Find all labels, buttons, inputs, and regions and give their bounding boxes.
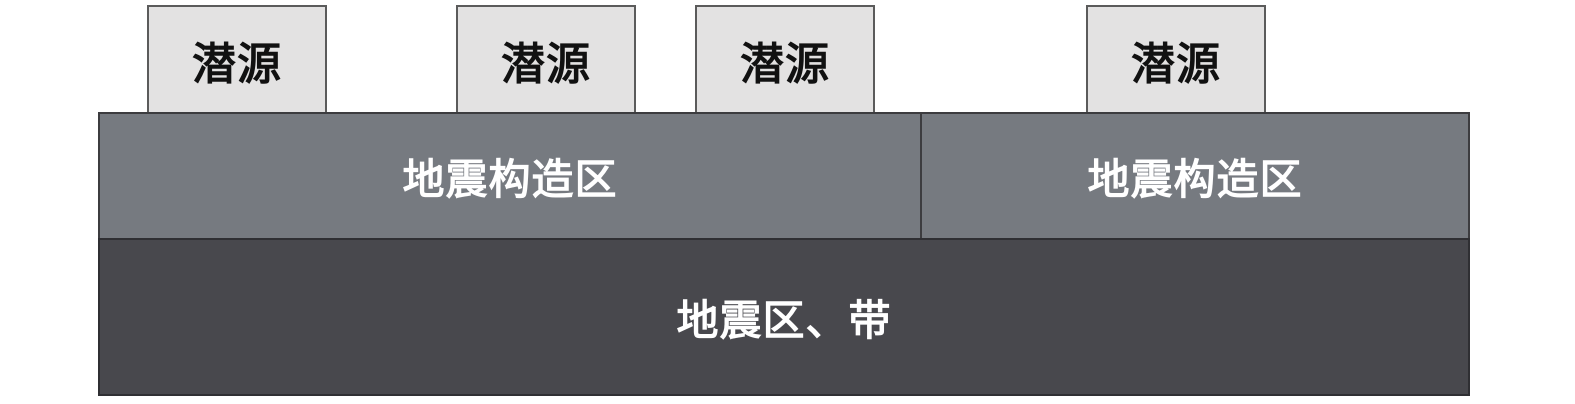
seismic-belt-label: 地震区、带: [676, 295, 892, 345]
seismotectonic-zone-box-2: 地震构造区: [920, 112, 1470, 240]
potential-source-box-4: 潜源: [1086, 5, 1266, 113]
seismotectonic-zone-box-1: 地震构造区: [98, 112, 922, 240]
potential-source-label: 潜源: [1131, 39, 1221, 90]
potential-source-box-3: 潜源: [695, 5, 875, 113]
potential-source-label: 潜源: [192, 39, 282, 90]
seismotectonic-zone-label: 地震构造区: [402, 154, 618, 204]
potential-source-label: 潜源: [501, 39, 591, 90]
potential-source-label: 潜源: [740, 39, 830, 90]
seismotectonic-zone-label: 地震构造区: [1087, 154, 1303, 204]
seismic-belt-box: 地震区、带: [98, 238, 1470, 396]
potential-source-box-2: 潜源: [456, 5, 636, 113]
potential-source-box-1: 潜源: [147, 5, 327, 113]
